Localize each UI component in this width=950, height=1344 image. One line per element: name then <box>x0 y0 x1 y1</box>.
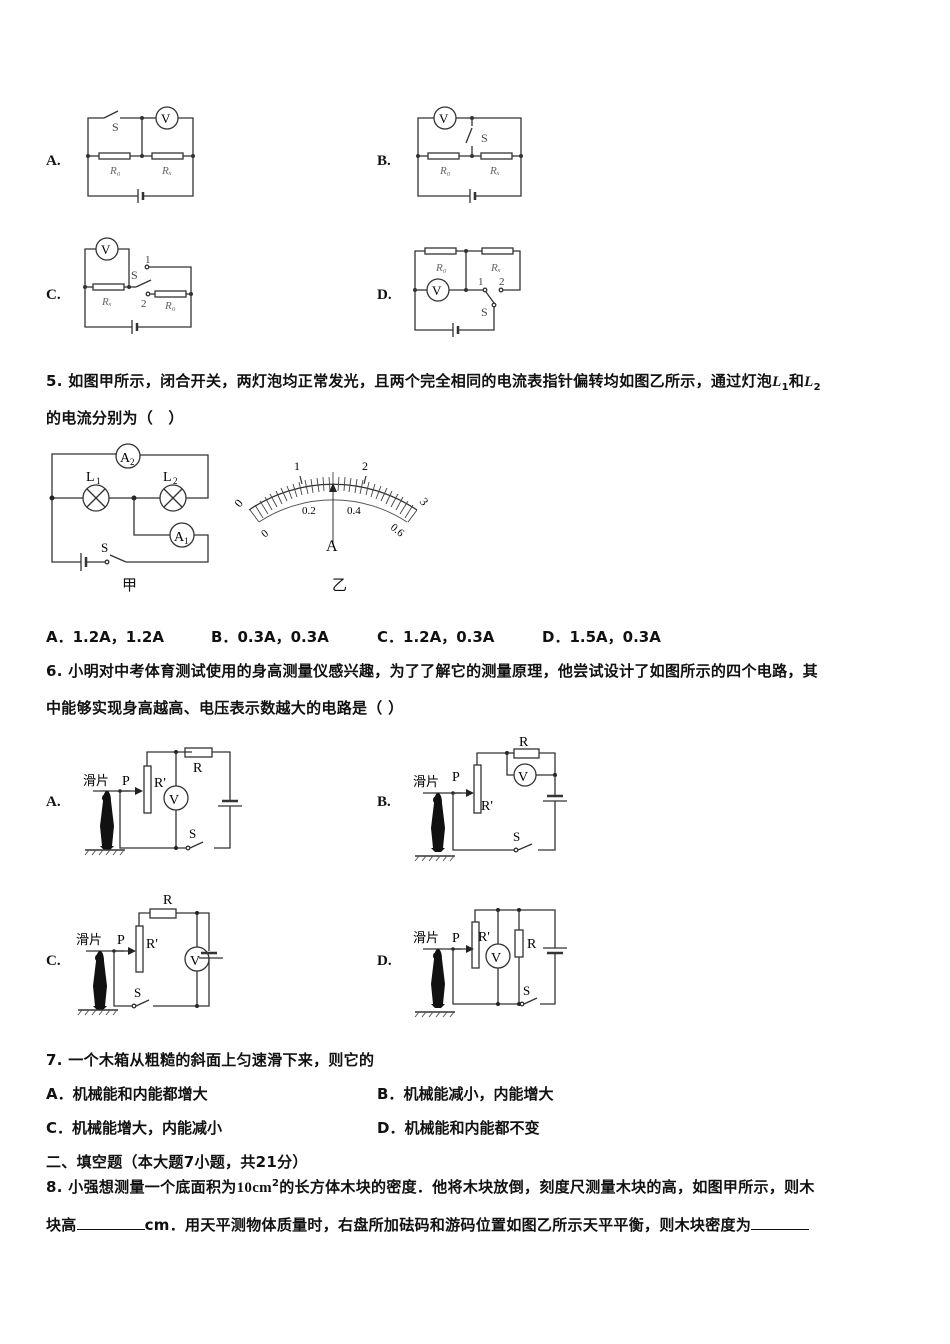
svg-text:R₀: R₀ <box>439 165 451 177</box>
option-label: D. <box>377 287 392 303</box>
q5-choice-d[interactable]: D．1.5A，0.3A <box>542 628 661 646</box>
svg-text:L: L <box>86 470 95 485</box>
q5-choice-a[interactable]: A．1.2A，1.2A <box>46 628 164 646</box>
svg-text:S: S <box>523 983 530 998</box>
svg-text:A: A <box>174 530 185 545</box>
svg-text:A: A <box>120 451 131 466</box>
option-label: A. <box>46 153 61 169</box>
svg-text:滑片: 滑片 <box>413 930 439 945</box>
circuit-diagram-d: V 1 2 S R₀ Rₓ <box>413 247 521 337</box>
svg-text:V: V <box>161 111 171 126</box>
svg-text:滑片: 滑片 <box>413 774 439 789</box>
figure-caption-jia: 甲 <box>122 576 138 594</box>
svg-text:R₀: R₀ <box>435 262 447 274</box>
svg-text:R₀: R₀ <box>109 165 121 177</box>
svg-text:V: V <box>491 951 501 966</box>
svg-text:R': R' <box>478 930 490 945</box>
ammeter-dial-yi: 0 1 2 3 0 0.2 0.4 0.6 A <box>231 459 431 555</box>
svg-text:P: P <box>122 774 130 789</box>
svg-text:1: 1 <box>145 254 151 266</box>
height-circuit-c: 滑片 P R' R V S <box>76 893 223 1016</box>
svg-text:0.4: 0.4 <box>347 505 361 517</box>
q5-choice-b[interactable]: B．0.3A，0.3A <box>211 628 329 646</box>
svg-text:V: V <box>190 954 200 969</box>
svg-text:1: 1 <box>294 459 300 473</box>
svg-text:S: S <box>481 131 488 145</box>
circuit-diagram-c: V S 1 2 Rₓ R₀ <box>83 237 193 334</box>
svg-text:S: S <box>513 829 520 844</box>
option-label: B. <box>377 794 391 810</box>
svg-text:S: S <box>112 120 119 134</box>
svg-text:S: S <box>131 268 138 282</box>
svg-text:Rₓ: Rₓ <box>161 165 172 177</box>
height-circuit-a: 滑片 P R' R V S <box>83 747 242 856</box>
svg-text:R: R <box>163 893 173 908</box>
svg-text:R': R' <box>481 799 493 814</box>
svg-text:S: S <box>189 826 196 841</box>
svg-text:R': R' <box>146 937 158 952</box>
question-6-line-2: 中能够实现身高越高、电压表示数越大的电路是（ ） <box>46 699 404 717</box>
answer-blank-height[interactable] <box>76 1215 145 1230</box>
svg-text:P: P <box>452 931 460 946</box>
question-6-line-1: 6. 小明对中考体育测试使用的身高测量仪感兴趣，为了了解它的测量原理，他尝试设计… <box>46 662 818 680</box>
svg-text:滑片: 滑片 <box>83 773 109 788</box>
section-2-title: 二、填空题（本大题7小题，共21分） <box>46 1153 308 1171</box>
answer-blank-density[interactable] <box>751 1215 810 1230</box>
svg-text:1: 1 <box>478 276 484 288</box>
svg-text:R: R <box>527 937 537 952</box>
q7-choice-a[interactable]: A．机械能和内能都增大 <box>46 1085 208 1103</box>
question-8-line-1: 8. 小强想测量一个底面积为10cm2的长方体木块的密度．他将木块放倒，刻度尺测… <box>46 1178 815 1196</box>
height-circuit-b: 滑片 P R' R V S <box>413 735 567 862</box>
svg-text:V: V <box>169 793 179 808</box>
svg-text:V: V <box>439 111 449 126</box>
q7-choice-d[interactable]: D．机械能和内能都不变 <box>377 1119 540 1137</box>
svg-text:Rₓ: Rₓ <box>490 262 501 274</box>
q7-choice-c[interactable]: C．机械能增大，内能减小 <box>46 1119 223 1137</box>
svg-text:2: 2 <box>130 457 135 467</box>
option-label: D. <box>377 953 392 969</box>
svg-text:R₀: R₀ <box>164 300 176 312</box>
svg-text:R: R <box>519 735 529 750</box>
svg-text:2: 2 <box>141 298 147 310</box>
svg-text:V: V <box>432 283 442 298</box>
question-5-line-1: 5. 如图甲所示，闭合开关，两灯泡均正常发光，且两个完全相同的电流表指针偏转均如… <box>46 372 821 393</box>
svg-text:V: V <box>101 242 111 257</box>
svg-text:1: 1 <box>184 536 189 546</box>
svg-text:Rₓ: Rₓ <box>101 296 112 308</box>
svg-text:0.2: 0.2 <box>302 505 316 517</box>
svg-text:2: 2 <box>499 276 505 288</box>
figure-caption-yi: 乙 <box>332 576 348 594</box>
svg-text:1: 1 <box>96 476 101 486</box>
circuit-diagram-b: V S R₀ Rₓ <box>416 106 523 203</box>
height-circuit-d: 滑片 P R' V R S <box>413 908 567 1018</box>
q5-choice-c[interactable]: C．1.2A，0.3A <box>377 628 495 646</box>
option-label: C. <box>46 287 61 303</box>
svg-text:P: P <box>117 933 125 948</box>
svg-text:R: R <box>193 761 203 776</box>
option-label: C. <box>46 953 61 969</box>
svg-text:S: S <box>101 540 108 555</box>
svg-text:2: 2 <box>362 459 368 473</box>
q7-choice-b[interactable]: B．机械能减小，内能增大 <box>377 1085 554 1103</box>
option-label: B. <box>377 153 391 169</box>
svg-text:R': R' <box>154 776 166 791</box>
svg-text:A: A <box>326 538 338 555</box>
svg-text:V: V <box>518 770 528 785</box>
question-5-line-2: 的电流分别为（ ） <box>46 409 184 427</box>
svg-text:P: P <box>452 770 460 785</box>
option-label: A. <box>46 794 61 810</box>
svg-text:Rₓ: Rₓ <box>489 165 500 177</box>
svg-text:滑片: 滑片 <box>76 932 102 947</box>
svg-text:S: S <box>134 985 141 1000</box>
svg-text:2: 2 <box>173 476 178 486</box>
svg-text:L: L <box>163 470 172 485</box>
question-7: 7. 一个木箱从粗糙的斜面上匀速滑下来，则它的 <box>46 1051 375 1069</box>
circuit-diagram-a: V S R₀ Rₓ <box>86 106 195 203</box>
svg-text:S: S <box>481 305 488 319</box>
